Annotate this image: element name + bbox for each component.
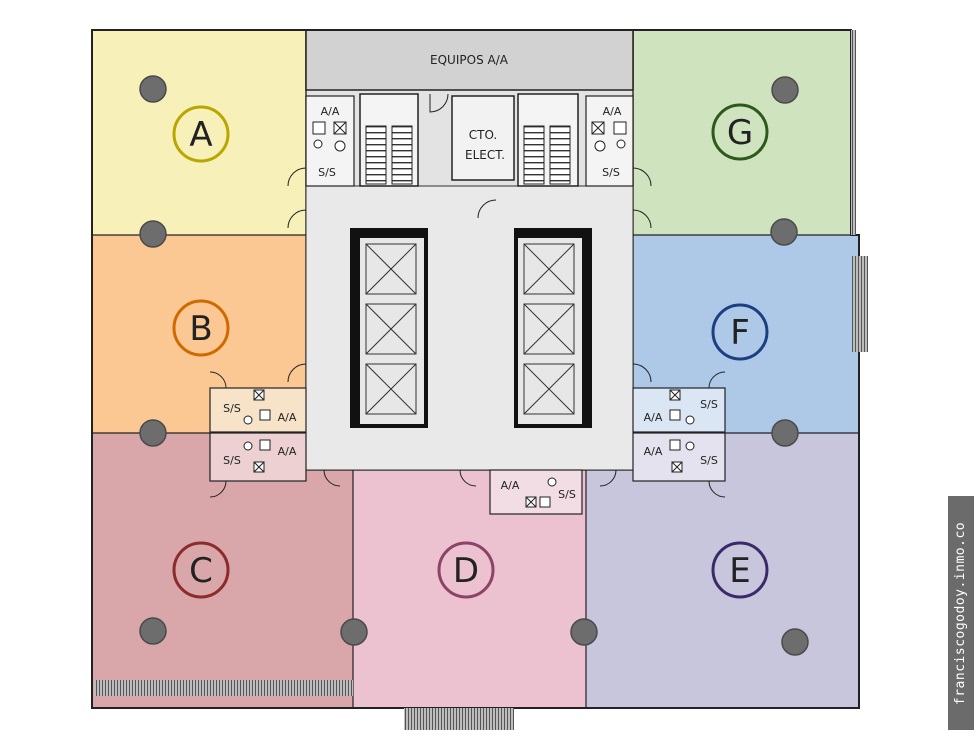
unit-e-label: E: [729, 551, 750, 591]
restroom-label-c: S/S: [223, 454, 241, 467]
unit-c-marker: C: [172, 541, 230, 599]
column: [781, 628, 809, 656]
restroom-b: [209, 387, 307, 433]
column: [340, 618, 368, 646]
unit-d-label: D: [453, 551, 479, 591]
column: [770, 218, 798, 246]
column: [771, 419, 799, 447]
restroom-label-f: S/S: [700, 398, 718, 411]
ac-label-a: A/A: [321, 105, 340, 118]
watermark: franciscogodoy.inmo.co: [948, 496, 974, 730]
restroom-label-e: S/S: [700, 454, 718, 467]
column: [139, 617, 167, 645]
column: [139, 75, 167, 103]
restroom-a: [305, 95, 355, 187]
unit-g-label: G: [727, 113, 753, 153]
elevator-bank-left: [350, 228, 428, 428]
equipment-room-label: EQUIPOS A/A: [430, 53, 509, 67]
hatch-right-stairs: [852, 256, 868, 352]
door-swings: [209, 93, 726, 498]
restroom-e: [632, 432, 726, 482]
unit-a-marker: A: [172, 105, 230, 163]
unit-b-marker: B: [172, 299, 230, 357]
unit-d-marker: D: [437, 541, 495, 599]
column: [139, 419, 167, 447]
restroom-label-g: S/S: [602, 166, 620, 179]
ac-label-b: A/A: [278, 411, 297, 424]
restroom-f: [632, 387, 726, 433]
elevator-bank-right: [514, 228, 592, 428]
hatch-bottom-stairs: [404, 708, 514, 730]
unit-f-label: F: [730, 313, 750, 353]
hatch-bottom-left: [94, 680, 353, 696]
electrical-room-label: CTO.: [469, 128, 497, 142]
unit-c-label: C: [189, 551, 213, 591]
hatch-top-right: [851, 30, 856, 235]
restroom-label-b: S/S: [223, 402, 241, 415]
ac-label-f: A/A: [644, 411, 663, 424]
watermark-text: franciscogodoy.inmo.co: [953, 521, 969, 705]
unit-g-marker: G: [711, 103, 769, 161]
electrical-room-label-2: ELECT.: [465, 148, 505, 162]
ac-label-d: A/A: [501, 479, 520, 492]
restroom-d: [489, 469, 583, 515]
column: [771, 76, 799, 104]
ac-label-g: A/A: [603, 105, 622, 118]
column: [570, 618, 598, 646]
electrical-room: [451, 95, 515, 181]
unit-f-marker: F: [711, 303, 769, 361]
ac-label-e: A/A: [644, 445, 663, 458]
restroom-label-d: S/S: [558, 488, 576, 501]
restroom-label-a: S/S: [318, 166, 336, 179]
restroom-c: [209, 432, 307, 482]
column: [139, 220, 167, 248]
restroom-g: [585, 95, 634, 187]
unit-a-area: [92, 30, 306, 235]
unit-b-label: B: [189, 309, 212, 349]
unit-e-marker: E: [711, 541, 769, 599]
structural-columns: [139, 75, 809, 656]
unit-a-label: A: [189, 115, 212, 155]
ac-label-c: A/A: [278, 445, 297, 458]
unit-g-area: [633, 30, 851, 235]
